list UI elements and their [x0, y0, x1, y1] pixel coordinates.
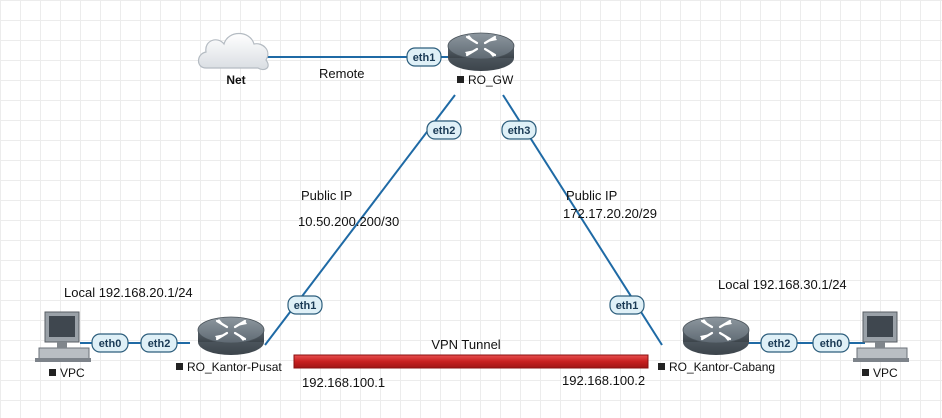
cloud-icon — [197, 32, 269, 71]
vpc-left-label: VPC — [60, 366, 85, 380]
router-icon — [446, 31, 516, 73]
svg-text:eth0: eth0 — [99, 338, 122, 350]
port-cabang-eth1[interactable]: eth1 — [609, 295, 645, 315]
tunnel-ip-right: 192.168.100.2 — [562, 373, 645, 388]
status-square — [49, 369, 56, 376]
vpn-tunnel-label: VPN Tunnel — [431, 337, 500, 352]
net-label: Net — [226, 73, 245, 87]
ro-kantor-cabang-label: RO_Kantor-Cabang — [669, 360, 775, 374]
port-gw-eth2[interactable]: eth2 — [426, 120, 462, 140]
ro-kantor-cabang-node[interactable]: RO_Kantor-Cabang — [658, 315, 775, 374]
svg-text:eth1: eth1 — [413, 52, 436, 64]
ro-gw-label: RO_GW — [468, 73, 514, 87]
router-icon — [196, 315, 266, 357]
status-square — [176, 363, 183, 370]
public-ip-right-address: 172.17.20.20/29 — [563, 206, 657, 221]
public-ip-left-label: Public IP — [301, 188, 352, 203]
port-cabang-eth2[interactable]: eth2 — [760, 333, 798, 353]
net-node[interactable]: Net — [197, 32, 269, 88]
remote-label: Remote — [319, 66, 365, 81]
vpc-right-node[interactable]: VPC — [852, 311, 910, 380]
computer-icon — [34, 311, 92, 363]
status-square — [658, 363, 665, 370]
port-pusat-eth2[interactable]: eth2 — [140, 333, 178, 353]
svg-text:eth2: eth2 — [433, 125, 456, 137]
router-icon — [681, 315, 751, 357]
vpc-left-node[interactable]: VPC — [34, 311, 92, 380]
vpc-right-label: VPC — [873, 366, 898, 380]
tunnel-ip-left: 192.168.100.1 — [302, 375, 385, 390]
port-vpc-right-eth0[interactable]: eth0 — [812, 333, 850, 353]
status-square — [457, 76, 464, 83]
ro-kantor-pusat-node[interactable]: RO_Kantor-Pusat — [176, 315, 282, 374]
vpn-tunnel-bar — [293, 354, 649, 369]
port-vpc-left-eth0[interactable]: eth0 — [91, 333, 129, 353]
public-ip-left-address: 10.50.200.200/30 — [298, 214, 399, 229]
ro-kantor-pusat-label: RO_Kantor-Pusat — [187, 360, 282, 374]
svg-text:eth2: eth2 — [148, 338, 171, 350]
port-gw-eth1[interactable]: eth1 — [406, 47, 442, 67]
svg-text:eth3: eth3 — [508, 125, 531, 137]
public-ip-right-label: Public IP — [566, 188, 617, 203]
port-pusat-eth1[interactable]: eth1 — [287, 295, 323, 315]
local-right-label: Local 192.168.30.1/24 — [718, 277, 847, 292]
status-square — [862, 369, 869, 376]
svg-text:eth1: eth1 — [616, 300, 639, 312]
local-left-label: Local 192.168.20.1/24 — [64, 285, 193, 300]
computer-icon — [852, 311, 910, 363]
port-gw-eth3[interactable]: eth3 — [501, 120, 537, 140]
svg-text:eth2: eth2 — [768, 338, 791, 350]
svg-text:eth1: eth1 — [294, 300, 317, 312]
ro-gw-node[interactable]: RO_GW — [446, 31, 516, 87]
svg-text:eth0: eth0 — [820, 338, 843, 350]
